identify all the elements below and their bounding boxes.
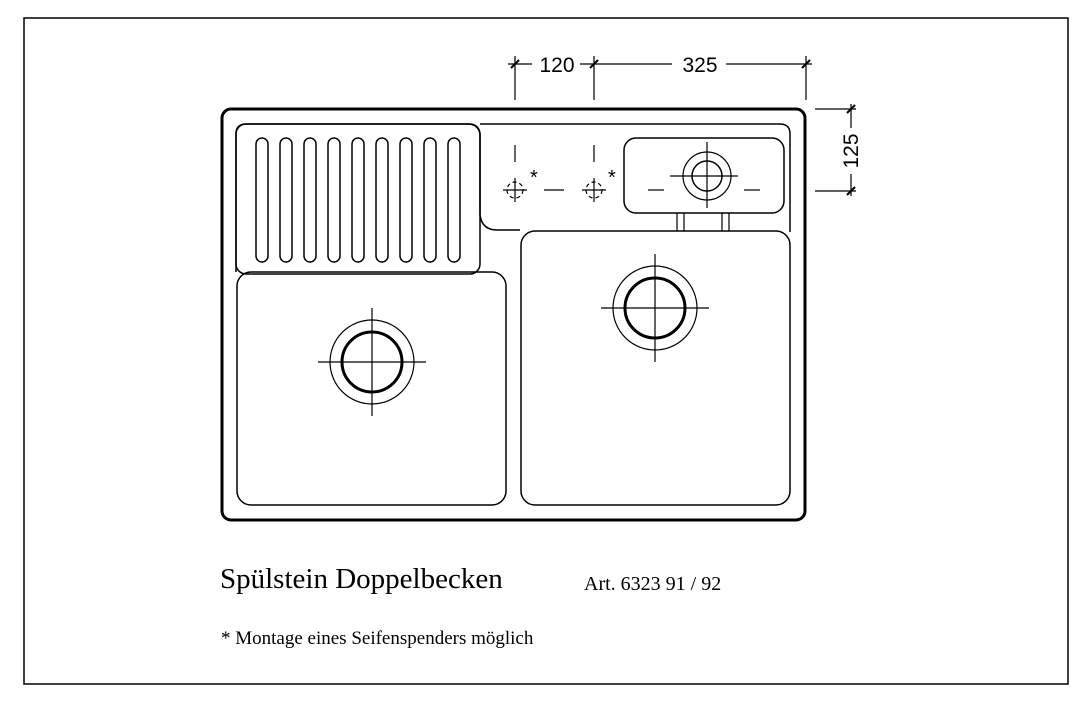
drawing-frame <box>23 17 1069 685</box>
dimension-120: 120 <box>539 54 574 77</box>
soap-dispenser-marker: * <box>608 167 616 189</box>
left-basin <box>236 271 507 506</box>
drainboard-grooves <box>255 137 461 263</box>
dimension-125: 125 <box>840 133 863 168</box>
overflow-basin <box>623 137 785 214</box>
drainboard-top <box>235 123 481 275</box>
tap-hole-left: * <box>503 145 564 202</box>
dimension-325: 325 <box>682 54 717 77</box>
right-basin <box>520 230 791 506</box>
product-title: Spülstein Doppelbecken <box>220 563 503 595</box>
tap-hole-right: * <box>582 145 616 202</box>
side-dimension: 125 <box>815 104 863 196</box>
overflow-channel <box>676 213 730 231</box>
article-number: Art. 6323 91 / 92 <box>584 573 722 595</box>
top-dimension: 120 325 <box>508 54 812 100</box>
left-basin-drain <box>318 308 426 416</box>
footnote: * Montage eines Seifenspenders möglich <box>221 628 534 649</box>
right-basin-drain <box>601 254 709 362</box>
soap-dispenser-marker: * <box>530 167 538 189</box>
overflow-drain <box>648 142 760 208</box>
sink-outer-edge <box>220 107 807 522</box>
